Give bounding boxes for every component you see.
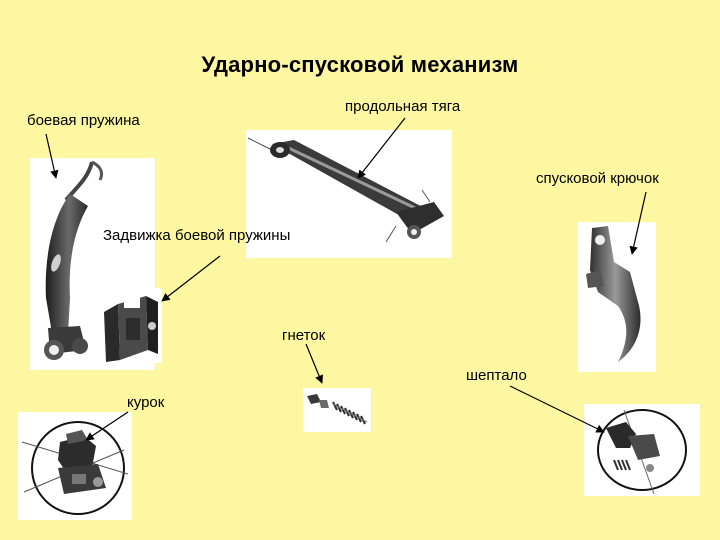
arrow-latch	[161, 255, 221, 302]
gnetok-image	[303, 388, 371, 432]
hammer-image	[18, 412, 132, 520]
arrow-gnetok	[305, 343, 324, 384]
mainspring-image	[30, 158, 155, 370]
label-rod: продольная тяга	[345, 98, 461, 115]
sear-image	[584, 404, 700, 496]
label-sear: шептало	[466, 367, 527, 384]
label-latch: Задвижка боевой пружины	[103, 227, 291, 244]
label-hammer: курок	[127, 394, 165, 411]
label-gnetok: гнеток	[282, 327, 326, 344]
trigger-image	[578, 222, 656, 372]
label-trigger: спусковой крючок	[536, 170, 659, 187]
rod-image	[246, 130, 452, 258]
label-mainspring: боевая пружина	[27, 112, 140, 129]
diagram-title: Ударно-спусковой механизм	[201, 52, 519, 77]
latch-image	[100, 288, 162, 363]
